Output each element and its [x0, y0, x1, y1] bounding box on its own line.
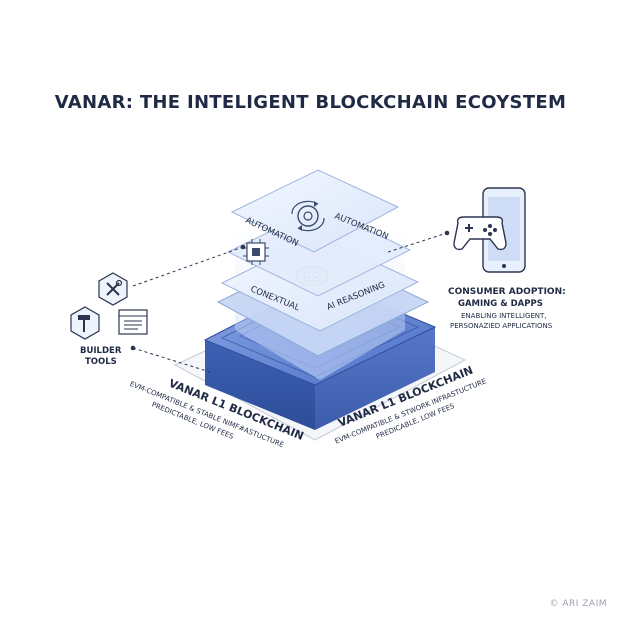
chip-icon: [243, 239, 269, 265]
gamepad-icon: [453, 216, 507, 251]
builder-label-line1: BUILDER: [80, 346, 122, 356]
consumer-heading: CONSUMER ADOPTION:: [448, 287, 566, 297]
connector-builder-bottom: [132, 347, 211, 373]
connector-consumer: [387, 232, 448, 253]
watermark: © ARI ZAIM: [549, 599, 607, 609]
connector-builder-top: [132, 246, 244, 287]
browser-window-icon: [118, 309, 148, 335]
hammer-icon: [70, 306, 100, 340]
wrench-icon: [98, 272, 128, 306]
consumer-desc-line2: PERSONAZIED APPLICATIONS: [450, 322, 553, 330]
builder-label-line2: TOOLS: [85, 357, 117, 367]
layer-automation: [230, 169, 400, 253]
consumer-subheading: GAMING & DAPPS: [458, 299, 543, 309]
consumer-desc-line1: ENABLING INTELLIGENT,: [461, 312, 547, 320]
gear-icon: [291, 200, 325, 232]
page-title: VANAR: THE INTELIGENT BLOCKCHAIN ECOYSTE…: [54, 92, 567, 113]
